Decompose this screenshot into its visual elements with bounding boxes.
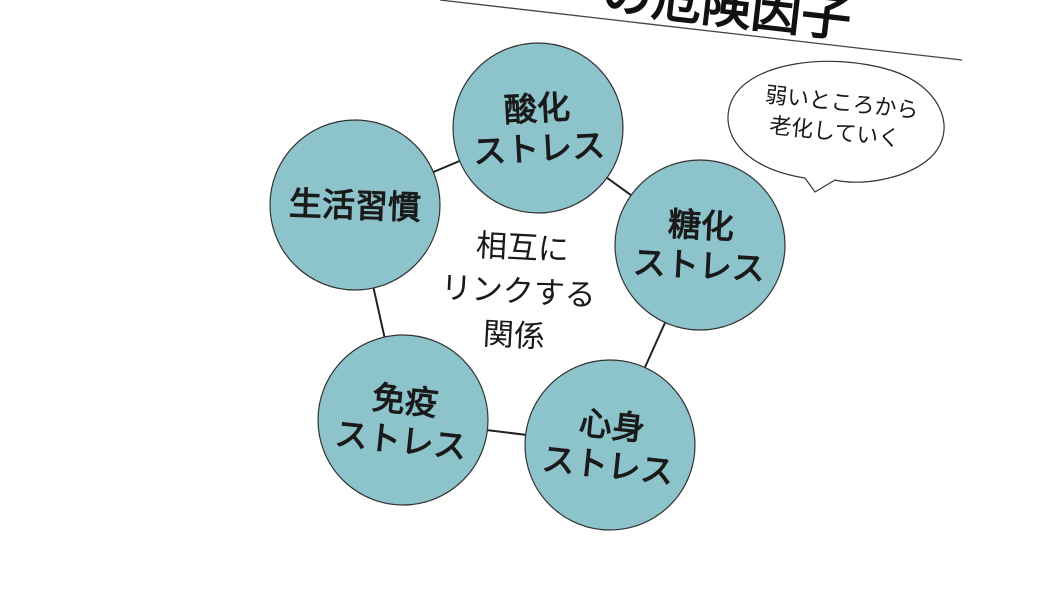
node-label-line1: 糖化 — [667, 204, 735, 246]
svg-text:関係: 関係 — [482, 316, 546, 355]
node-label-line1: 心身 — [577, 403, 647, 449]
node-label-line2: ストレス — [472, 126, 606, 172]
speech-bubble: 弱いところから 老化していく — [727, 60, 945, 193]
node-lifestyle: 生活習慣 — [269, 119, 441, 291]
title: の危険因子 — [599, 0, 854, 49]
svg-text:リンクする: リンクする — [440, 270, 597, 314]
center-label: 相互に リンクする 関係 — [440, 228, 597, 356]
node-immune-stress: 免疫 ストレス — [317, 334, 489, 506]
node-glycation-stress: 糖化 ストレス — [614, 159, 786, 331]
node-mental-stress: 心身 ストレス — [524, 359, 696, 531]
node-label-line1: 免疫 — [370, 378, 440, 424]
title-underline — [439, 0, 963, 61]
svg-text:相互に: 相互に — [475, 228, 570, 269]
node-label-line1: 酸化 — [503, 87, 571, 129]
node-label-line1: 生活習慣 — [288, 184, 421, 228]
node-oxidative-stress: 酸化 ストレス — [452, 42, 624, 214]
node-label-line2: ストレス — [632, 243, 766, 289]
